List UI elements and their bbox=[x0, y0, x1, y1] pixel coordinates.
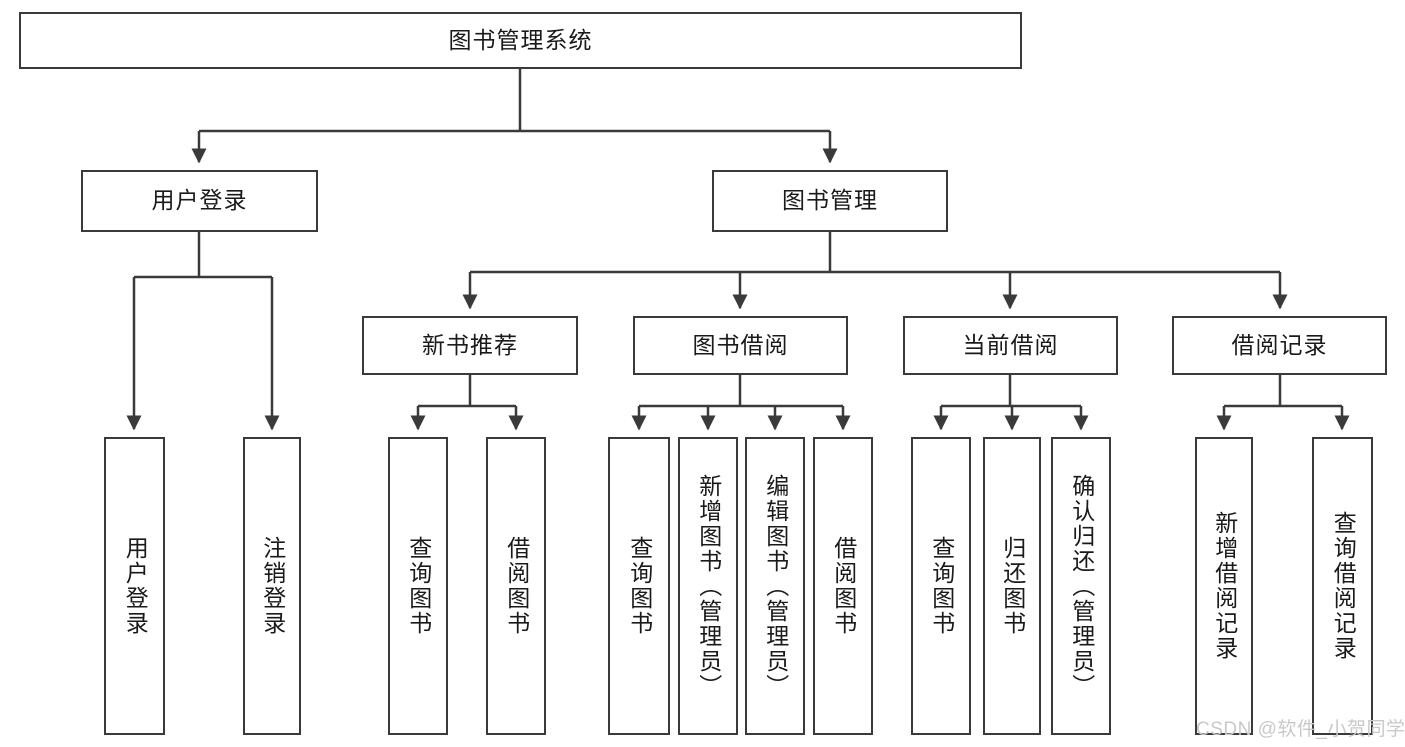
node-leaf-return-book[interactable]: 归还图书 bbox=[983, 437, 1041, 735]
node-leaf-add-book[interactable]: 新增图书（管理员） bbox=[678, 437, 738, 735]
node-borrow-record[interactable]: 借阅记录 bbox=[1172, 316, 1387, 375]
node-label: 借阅图书 bbox=[503, 536, 530, 636]
node-label: 查询图书 bbox=[928, 536, 955, 636]
node-leaf-confirm-return[interactable]: 确认归还（管理员） bbox=[1051, 437, 1111, 735]
node-leaf-add-record[interactable]: 新增借阅记录 bbox=[1195, 437, 1253, 735]
node-label: 注销登录 bbox=[259, 536, 286, 636]
node-leaf-query-book-2[interactable]: 查询图书 bbox=[608, 437, 670, 735]
node-leaf-query-record[interactable]: 查询借阅记录 bbox=[1312, 437, 1373, 735]
node-root[interactable]: 图书管理系统 bbox=[19, 12, 1022, 69]
node-label: 查询图书 bbox=[626, 536, 653, 636]
node-leaf-query-book-1[interactable]: 查询图书 bbox=[388, 437, 448, 735]
node-leaf-borrow-book-2[interactable]: 借阅图书 bbox=[813, 437, 873, 735]
node-leaf-edit-book[interactable]: 编辑图书（管理员） bbox=[745, 437, 805, 735]
node-label: 新增图书（管理员） bbox=[695, 473, 722, 699]
node-user-login[interactable]: 用户登录 bbox=[81, 170, 318, 232]
node-label: 确认归还（管理员） bbox=[1068, 473, 1095, 699]
node-book-manage[interactable]: 图书管理 bbox=[712, 170, 948, 232]
node-leaf-query-book-3[interactable]: 查询图书 bbox=[911, 437, 971, 735]
node-label: 借阅图书 bbox=[830, 536, 857, 636]
node-leaf-user-login[interactable]: 用户登录 bbox=[104, 437, 165, 735]
node-label: 归还图书 bbox=[999, 536, 1026, 636]
node-label: 图书管理 bbox=[782, 187, 878, 214]
node-label: 查询借阅记录 bbox=[1330, 511, 1357, 661]
node-label: 新增借阅记录 bbox=[1211, 511, 1238, 661]
node-label: 图书管理系统 bbox=[448, 26, 593, 53]
node-label: 查询图书 bbox=[405, 536, 432, 636]
csdn-watermark: CSDN @软件_小贺同学 bbox=[1196, 719, 1405, 740]
node-book-borrow[interactable]: 图书借阅 bbox=[633, 316, 848, 375]
node-label: 用户登录 bbox=[122, 536, 149, 636]
node-label: 借阅记录 bbox=[1231, 331, 1328, 358]
node-label: 图书借阅 bbox=[692, 331, 789, 358]
node-label: 编辑图书（管理员） bbox=[762, 473, 789, 699]
node-label: 新书推荐 bbox=[422, 331, 518, 358]
node-leaf-user-logout[interactable]: 注销登录 bbox=[243, 437, 301, 735]
node-new-book-rec[interactable]: 新书推荐 bbox=[362, 316, 578, 375]
node-label: 用户登录 bbox=[151, 187, 248, 214]
node-label: 当前借阅 bbox=[962, 331, 1059, 358]
node-leaf-borrow-book-1[interactable]: 借阅图书 bbox=[486, 437, 546, 735]
node-current-borrow[interactable]: 当前借阅 bbox=[903, 316, 1118, 375]
